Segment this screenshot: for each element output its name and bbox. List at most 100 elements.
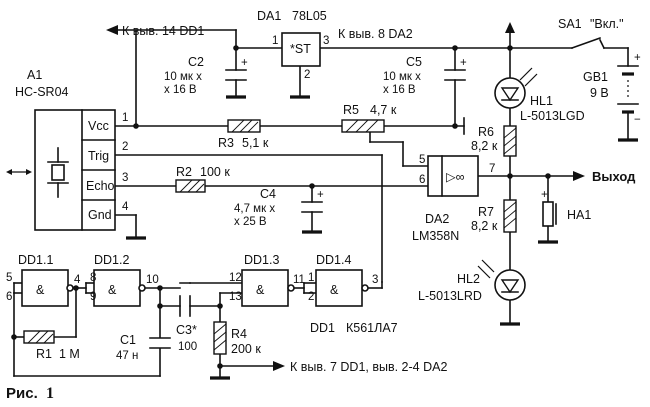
hatch	[43, 333, 54, 344]
ic-ref: DD1	[310, 321, 335, 335]
switch-sa1: SA1 "Вкл."	[558, 17, 624, 50]
cap-value: х 16 В	[164, 84, 197, 96]
hatch	[247, 121, 259, 133]
hatch	[365, 119, 379, 133]
res-ref: R1	[36, 347, 52, 361]
hatch	[179, 179, 193, 193]
plus-sign: +	[460, 57, 467, 69]
battery-plus: +	[634, 52, 641, 64]
hatch	[503, 135, 517, 147]
pin-num: 9	[90, 291, 96, 303]
inverter-bubble	[66, 284, 74, 292]
junction-dot	[452, 123, 458, 129]
gate-symbol: &	[256, 283, 265, 297]
gate-ref: DD1.3	[244, 253, 279, 267]
arrow-right-head-icon	[26, 169, 32, 175]
pin-num: 3	[323, 35, 329, 47]
pin-num: 12	[229, 272, 242, 284]
potentiometer-r5: R5 4,7 к	[341, 103, 465, 135]
pin-name-vcc: Vcc	[88, 119, 109, 133]
inverter-bubble	[361, 284, 369, 292]
figure-caption-number: 1	[46, 385, 54, 402]
cap-ref: C5	[406, 55, 422, 69]
res-value: 8,2 к	[471, 139, 498, 153]
transducer-icon	[51, 164, 65, 181]
pin-num: 10	[146, 274, 159, 286]
led-hl2: HL2 L-5013LRD	[418, 259, 526, 303]
resistor-body	[503, 199, 517, 233]
sensor-model: HC-SR04	[15, 85, 69, 99]
pin-num: 6	[6, 291, 12, 303]
hatch	[503, 209, 517, 221]
gate-body	[21, 269, 69, 307]
capacitor-c3: C3* 100	[176, 282, 197, 353]
arrow-right-icon	[573, 171, 585, 181]
gate-symbol: &	[330, 283, 339, 297]
res-ref: R5	[343, 103, 359, 117]
light-arrow-icon	[477, 265, 491, 279]
gate-body	[93, 269, 141, 307]
opamp-symbol: ▷∞	[446, 170, 465, 184]
hatch	[231, 119, 245, 133]
gate-dd1-3: & DD1.3 12 13 11	[229, 253, 305, 307]
res-value: 4,7 к	[370, 103, 397, 117]
pin-num: 8	[90, 272, 96, 284]
opamp-model: LM358N	[412, 229, 459, 243]
junction-dot	[233, 45, 239, 51]
pin-num: 3	[122, 172, 128, 184]
gate-symbol: &	[36, 283, 45, 297]
cap-ref: C1	[120, 333, 136, 347]
hatch	[213, 323, 227, 335]
cap-value: 4,7 мк х	[234, 203, 275, 215]
light-arrow-icon	[481, 259, 495, 273]
pin-num: 11	[293, 274, 305, 286]
pin-num: 2	[304, 69, 310, 81]
cap-value: 10 мк х	[164, 71, 202, 83]
arrow-right-icon	[273, 361, 285, 371]
label-to-dd1-pin14: К выв. 14 DD1	[122, 24, 204, 38]
hatch	[503, 127, 517, 139]
res-ref: R2	[176, 165, 192, 179]
led-hl1: HL1 L-5013LGD	[494, 67, 585, 123]
res-ref: R6	[478, 125, 494, 139]
pin-num: 2	[308, 291, 314, 303]
regulator-symbol: *ST	[290, 42, 311, 56]
pin-num: 4	[74, 274, 81, 286]
buzzer-body	[542, 201, 554, 227]
opamp-body	[427, 155, 479, 197]
battery-ref: GB1	[583, 70, 608, 84]
capacitor-c4: + C4 4,7 мк х х 25 В	[234, 187, 324, 228]
regulator-model: 78L05	[292, 9, 327, 23]
junction-dot	[217, 363, 223, 369]
diode-icon	[500, 87, 520, 102]
switch-lever	[570, 36, 602, 50]
pin-num: 13	[229, 291, 242, 303]
cap-value: 100	[178, 341, 197, 353]
buzzer-ha1: + HA1	[541, 189, 591, 227]
grounds	[126, 95, 638, 380]
gate-body	[241, 269, 289, 307]
junction-dot	[545, 173, 551, 179]
gate-dd1-2: & DD1.2 8 9 10	[90, 253, 159, 307]
light-arrow-icon	[524, 73, 538, 87]
gate-ref: DD1.2	[94, 253, 129, 267]
battery-gb1: + − GB1 9 В	[583, 52, 641, 126]
resistor-body	[227, 119, 261, 133]
hatch	[187, 179, 201, 193]
inverter-bubble	[138, 284, 146, 292]
junction-dot	[309, 183, 315, 189]
pin-num: 1	[308, 272, 314, 284]
arrow-left-icon	[106, 25, 118, 35]
buzzer-ref: HA1	[567, 208, 591, 222]
regulator-ref: DA1	[257, 9, 281, 23]
pin-name-trig: Trig	[88, 149, 109, 163]
pin-num: 1	[272, 35, 278, 47]
hatch	[35, 330, 49, 344]
resistor-r7: R7 8,2 к	[471, 199, 517, 233]
capacitor-c2: + C2 10 мк х х 16 В	[164, 55, 248, 96]
hatch	[213, 331, 227, 343]
gate-symbol: &	[108, 283, 117, 297]
pin-num: 4	[122, 201, 129, 213]
junction-dot	[507, 173, 513, 179]
resistor-body	[213, 321, 227, 355]
